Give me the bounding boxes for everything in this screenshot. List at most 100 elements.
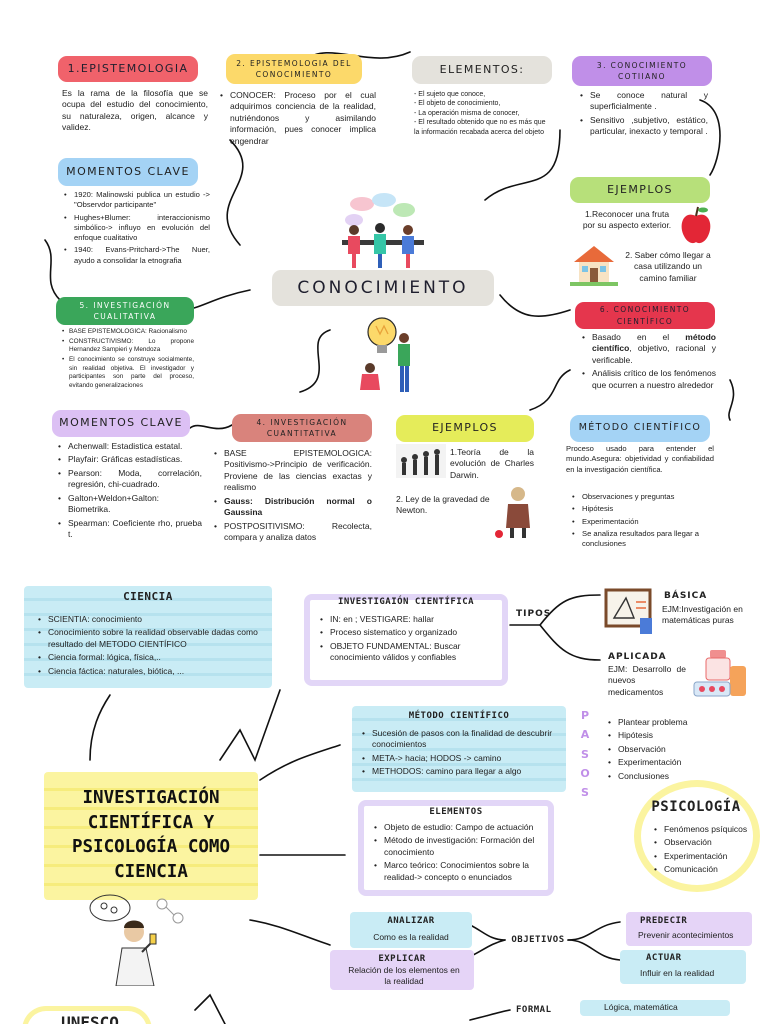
- investigacion-cualitativa-item: CONSTRUCTIVISMO: Lo propone Hernandez Sa…: [60, 338, 194, 355]
- ejemplos-2-item-2: 2. Ley de la gravedad de Newton.: [396, 494, 490, 516]
- aplicada-title: APLICADA: [608, 652, 667, 662]
- investigacion-cualitativa-title-text: 5. INVESTIGACIÓN CUALITATIVA: [79, 300, 171, 321]
- momentos-clave-2-item: Galton+Weldon+Galton: Biometrika.: [56, 493, 202, 516]
- conocimiento-cotidiano-item: Sensitivo ,subjetivo, estático, particul…: [578, 115, 708, 138]
- speech-bubble-icon: [393, 203, 415, 217]
- elementos-item: - El resultado obtenido que no es más qu…: [414, 119, 546, 136]
- conocimiento-cientifico-list: Basado en el método científico, objetivo…: [580, 332, 716, 393]
- newton-icon: [495, 487, 530, 538]
- arrow-10: [44, 239, 61, 301]
- conocimiento-cotidiano-title-text: 3. CONOCIMIENTO COTIIANO: [596, 60, 688, 81]
- conocimiento-cientifico-title-text: 6. CONOCIMIENTO CIENTÍFICO: [599, 305, 691, 326]
- ejemplos-2-item-1: 1.Teoría de la evolución de Charles Darw…: [450, 447, 534, 480]
- main-title-highlight: [44, 772, 258, 900]
- conocimiento-cientifico-item-1-pre: Basado en el: [592, 332, 686, 342]
- arrow-22: [567, 939, 621, 961]
- elementos-item: - El objeto de conocimiento,: [414, 100, 501, 108]
- epistemologia-title: 1.EPISTEMOLOGIA: [58, 56, 198, 82]
- pasos-label: PASOS: [580, 709, 590, 799]
- tipos-label: TIPOS: [516, 609, 552, 619]
- epistemologia-title-text: 1.EPISTEMOLOGIA: [67, 61, 189, 75]
- arrow-7: [299, 329, 331, 393]
- epistemologia-conocimiento-item: CONOCER: Proceso por el cual adquirimos …: [218, 90, 376, 147]
- speech-bubble-icon: [345, 214, 363, 226]
- conocimiento-cientifico-title: 6. CONOCIMIENTO CIENTÍFICO: [575, 302, 715, 329]
- investigacion-cientifica-item: Proceso sistematico y organizado: [318, 627, 502, 639]
- metodo-cientifico-top-item: Observaciones y preguntas: [570, 492, 716, 503]
- speech-bubble-icon: [372, 193, 396, 207]
- arrow-3: [484, 129, 561, 201]
- thought-bubble-icon: [89, 894, 131, 922]
- psicologia-item: Experimentación: [652, 851, 756, 863]
- momentos-clave-1-item: 1920: Malinowski publica un estudio -> "…: [62, 190, 210, 211]
- investigacion-cuantitativa-item: Gauss: Distribución normal o Gaussina: [212, 496, 372, 519]
- epistemologia-conocimiento-list: CONOCER: Proceso por el cual adquirimos …: [218, 90, 376, 149]
- investigacion-cientifica-frame: [304, 594, 508, 686]
- pasos-item: Conclusiones: [606, 771, 726, 783]
- ciencia-item: Conocimiento sobre la realidad observabl…: [36, 627, 272, 650]
- ejemplos-1-item-2: 2. Saber cómo llegar a casa utilizando u…: [625, 250, 711, 283]
- actuar-background: [620, 950, 746, 984]
- predecir-background: [626, 912, 752, 946]
- speech-bubble-icon: [350, 197, 374, 211]
- momentos-clave-1-list: 1920: Malinowski publica un estudio -> "…: [62, 190, 210, 268]
- metodo-cientifico-bottom-item: META-> hacia; HODOS -> camino: [360, 753, 564, 765]
- investigacion-cuantitativa-title-text: 4. INVESTIGACIÓN CUANTITATIVA: [256, 417, 348, 438]
- metodo-cientifico-top-item: Experimentación: [570, 517, 716, 528]
- ejemplos-1-title: EJEMPLOS: [570, 177, 710, 203]
- pasos-list: Plantear problema Hipótesis Observación …: [606, 717, 726, 784]
- ciencia-list: SCIENTIA: conocimiento Conocimiento sobr…: [36, 614, 272, 679]
- metodo-cientifico-bottom-item: Sucesión de pasos con la finalidad de de…: [360, 728, 564, 751]
- blackboard-icon: [604, 588, 652, 634]
- psicologia-title: PSICOLOGÍA: [651, 799, 741, 815]
- predecir-title: PREDECIR: [640, 916, 688, 926]
- epistemologia-conocimiento-title-text: 2. EPISTEMOLOGIA DEL CONOCIMIENTO: [236, 58, 352, 79]
- investigacion-cientifica-item: IN: en ; VESTIGARE: hallar: [318, 614, 502, 626]
- ejemplos-2-title-text: EJEMPLOS: [432, 421, 498, 435]
- momentos-clave-2-item: Playfair: Gráficas estadísticas.: [56, 454, 202, 466]
- scientist-illustration: [89, 894, 184, 986]
- house-icon: [570, 246, 618, 286]
- investigacion-cuantitativa-item-bold: Gauss: Distribución normal o Gaussina: [224, 495, 372, 518]
- metodo-cientifico-top-item: Se analiza resultados para llegar a conc…: [570, 529, 716, 550]
- metodo-cientifico-top-item: Hipótesis: [570, 504, 716, 515]
- formal-text: Lógica, matemática: [604, 1002, 678, 1012]
- investigacion-cualitativa-item: El conocimiento se construye socialmente…: [60, 356, 194, 391]
- analizar-title: ANALIZAR: [387, 916, 435, 926]
- arrow-6: [499, 294, 571, 318]
- arrow-24: [469, 1009, 511, 1021]
- elementos-title-text: ELEMENTOS:: [439, 62, 525, 76]
- psicologia-item: Fenómenos psíquicos: [652, 824, 756, 836]
- investigacion-cuantitativa-list: BASE EPISTEMOLOGICA: Positivismo->Princi…: [212, 448, 372, 546]
- formal-background: [580, 1000, 730, 1016]
- arrow-12: [89, 694, 111, 761]
- explicar-title: EXPLICAR: [378, 954, 426, 964]
- ejemplos-2-title: EJEMPLOS: [396, 415, 534, 442]
- basica-title: BÁSICA: [664, 591, 708, 601]
- momentos-clave-1-item: 1940: Evans-Pritchard->The Nuer, ayudo a…: [62, 245, 210, 266]
- investigacion-cualitativa-title: 5. INVESTIGACIÓN CUALITATIVA: [56, 297, 194, 325]
- arrow-16: [249, 919, 331, 946]
- formal-label: FORMAL: [516, 1005, 552, 1015]
- investigacion-cientifica-title: INVESTIGAIÓN CIENTÍFICA: [337, 597, 475, 607]
- explicar-background: [330, 950, 474, 990]
- conocimiento-center-title: CONOCIMIENTO: [272, 270, 494, 306]
- investigacion-cientifica-item: OBJETO FUNDAMENTAL: Buscar conocimiento …: [318, 641, 502, 664]
- analizar-background: [350, 912, 472, 948]
- arrow-21: [567, 921, 621, 941]
- arrow-1: [226, 139, 244, 246]
- evolution-icon: [396, 444, 446, 478]
- aplicada-text: EJM: Desarrollo de nuevos medicamentos: [608, 664, 686, 697]
- ciencia-item: SCIENTIA: conocimiento: [36, 614, 272, 626]
- conocimiento-cientifico-item-1-bold: método científico: [592, 332, 716, 354]
- elementos-bottom-item: Objeto de estudio: Campo de actuación: [372, 822, 552, 834]
- arrow-8: [529, 369, 571, 411]
- conocimiento-cientifico-item-1: Basado en el método científico, objetivo…: [580, 332, 716, 366]
- ejemplos-1-item-1: 1.Reconocer una fruta por su aspecto ext…: [582, 209, 672, 231]
- elementos-bottom-list: Objeto de estudio: Campo de actuación Mé…: [372, 822, 552, 885]
- actuar-title: ACTUAR: [646, 953, 682, 963]
- explicar-text: Relación de los elementos en la realidad: [348, 965, 460, 987]
- metodo-cientifico-top-list: Observaciones y preguntas Hipótesis Expe…: [570, 492, 716, 551]
- momentos-clave-1-title-text: MOMENTOS CLAVE: [66, 164, 190, 178]
